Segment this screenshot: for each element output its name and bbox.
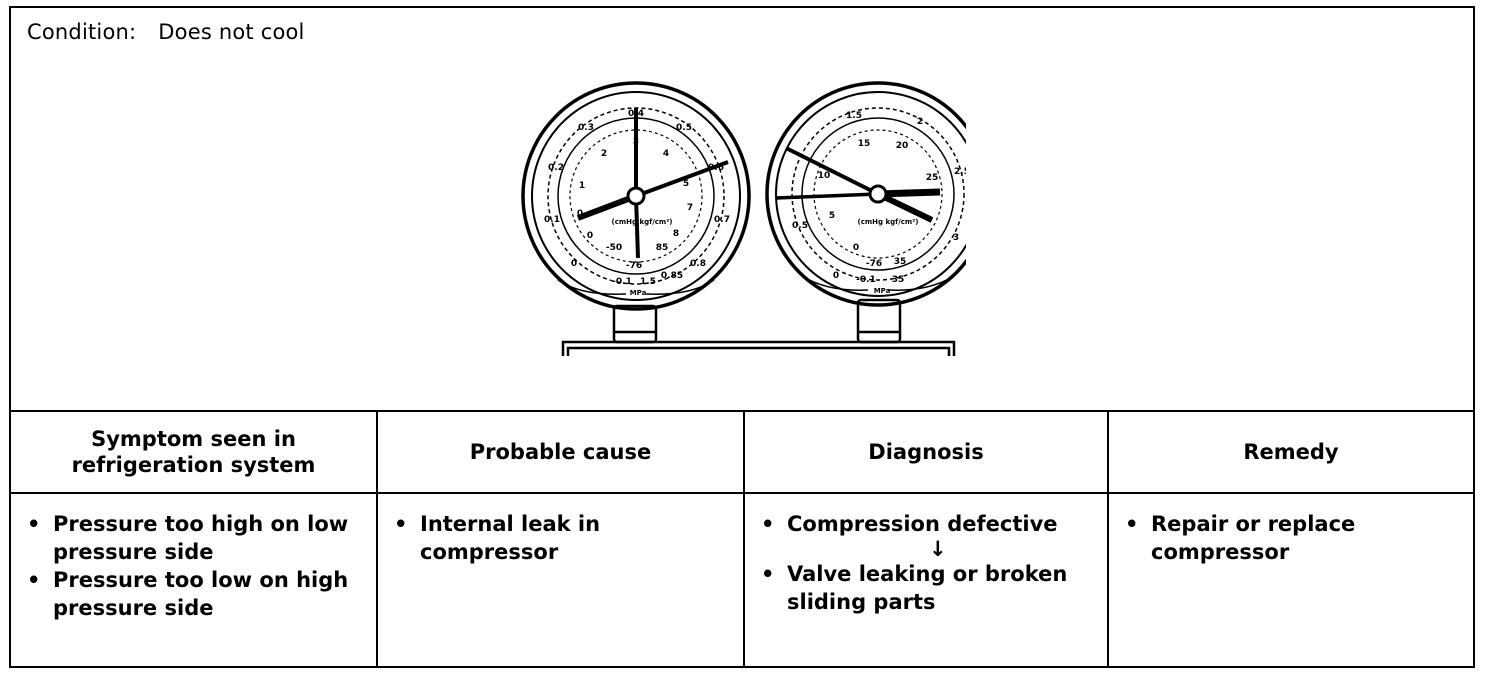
low-gauge-outer-tick: 0.2 <box>548 163 564 173</box>
remedy-item: Repair or replace compressor <box>1123 510 1465 566</box>
condition-label: Condition: <box>27 20 137 44</box>
high-gauge-inner-tick: 10 <box>818 171 831 181</box>
low-gauge-outer-tick: 0.3 <box>578 123 594 133</box>
symptom-cell: Pressure too high on low pressure side P… <box>11 492 378 666</box>
low-gauge-inner-tick: 0 <box>577 209 583 219</box>
low-gauge-needle <box>635 160 729 198</box>
condition-line: Condition: Does not cool <box>27 20 305 44</box>
low-gauge-inner-tick: -50 <box>606 243 622 253</box>
high-gauge-outer-tick: 3 <box>953 233 959 243</box>
low-pressure-gauge: 0.4 0.3 0.2 0.1 0 0.5 0.6 0.7 0.8 0.85 1… <box>521 81 751 311</box>
symptom-item: Pressure too high on low pressure side <box>25 510 368 566</box>
troubleshooting-table: Symptom seen in refrigeration system Pro… <box>11 412 1473 666</box>
low-gauge-outer-tick: -0.1 <box>612 277 632 287</box>
low-gauge-inner-tick: 5 <box>683 179 689 189</box>
header-cause: Probable cause <box>376 412 745 494</box>
diagnosis-item: Valve leaking or broken sliding parts <box>759 560 1099 616</box>
low-gauge-inner-tick: 85 <box>656 243 669 253</box>
diagnosis-item: Compression defective <box>759 510 1099 538</box>
high-gauge-unit: (cmHg kgf/cm²) <box>858 218 919 226</box>
high-gauge-inner-tick: 15 <box>858 139 871 149</box>
troubleshooting-frame: Condition:Does not cool 0.4 <box>9 6 1475 668</box>
low-gauge-outer-tick: 0.5 <box>676 123 692 133</box>
low-gauge-inner-tick: 4 <box>663 149 669 159</box>
high-pressure-gauge: 1.5 2 2.5 3 0.5 0 -0.1 35 15 20 25 10 5 … <box>765 81 966 307</box>
high-gauge-inner-tick: 0 <box>853 243 859 253</box>
high-gauge-needle <box>785 146 879 196</box>
high-gauge-inner-tick: -76 <box>866 259 882 269</box>
high-gauge-inner-tick: 5 <box>829 211 835 221</box>
manifold-body <box>561 298 956 356</box>
high-gauge-outer-tick: -0.1 <box>856 275 876 285</box>
header-remedy: Remedy <box>1107 412 1473 494</box>
low-gauge-inner-tick: 7 <box>687 203 693 213</box>
cause-item: Internal leak in compressor <box>392 510 735 566</box>
table-row: Pressure too high on low pressure side P… <box>11 492 1473 666</box>
condition-value: Does not cool <box>158 20 305 44</box>
low-gauge-inner-tick: 8 <box>673 229 679 239</box>
high-gauge-inner-tick: 20 <box>896 141 909 151</box>
symptom-item: Pressure too low on high pressure side <box>25 566 368 622</box>
table-header-row: Symptom seen in refrigeration system Pro… <box>11 412 1473 494</box>
high-gauge-outer-tick: 2.5 <box>954 167 966 177</box>
low-gauge-inner-tick: 0 <box>587 231 593 241</box>
header-diagnosis: Diagnosis <box>743 412 1109 494</box>
high-gauge-mpa-unit: MPa <box>874 287 891 295</box>
low-gauge-outer-tick: 0.7 <box>714 215 730 225</box>
high-gauge-inner-tick: 35 <box>894 257 907 267</box>
high-gauge-inner-tick: 25 <box>926 173 939 183</box>
high-gauge-outer-tick: 0.5 <box>792 221 808 231</box>
manifold-gauges-illustration: 0.4 0.3 0.2 0.1 0 0.5 0.6 0.7 0.8 0.85 1… <box>521 81 966 356</box>
down-arrow-icon: ↓ <box>929 537 947 561</box>
low-gauge-mpa-unit: MPa <box>630 289 647 297</box>
low-gauge-inner-tick: 2 <box>601 149 607 159</box>
low-gauge-outer-tick: 1.5 <box>640 277 656 287</box>
header-symptom: Symptom seen in refrigeration system <box>11 412 378 494</box>
low-gauge-unit: (cmHg kgf/cm²) <box>612 218 673 226</box>
high-gauge-outer-tick: 35 <box>892 275 905 285</box>
cause-cell: Internal leak in compressor <box>376 492 745 666</box>
high-gauge-outer-tick: 2 <box>917 117 923 127</box>
low-gauge-outer-tick: 0.85 <box>661 271 683 281</box>
high-gauge-outer-tick: 1.5 <box>846 111 862 121</box>
low-gauge-outer-tick: 0.8 <box>690 259 706 269</box>
low-gauge-outer-tick: 0.1 <box>544 215 560 225</box>
high-gauge-outer-tick: 0 <box>833 271 839 281</box>
low-gauge-inner-tick: 1 <box>579 181 585 191</box>
gauge-panel: Condition:Does not cool 0.4 <box>11 8 1473 412</box>
remedy-cell: Repair or replace compressor <box>1107 492 1473 666</box>
low-gauge-inner-tick: -76 <box>626 261 642 271</box>
diagnosis-cell: Compression defective ↓ Valve leaking or… <box>743 492 1109 666</box>
low-gauge-outer-tick: 0 <box>571 259 577 269</box>
